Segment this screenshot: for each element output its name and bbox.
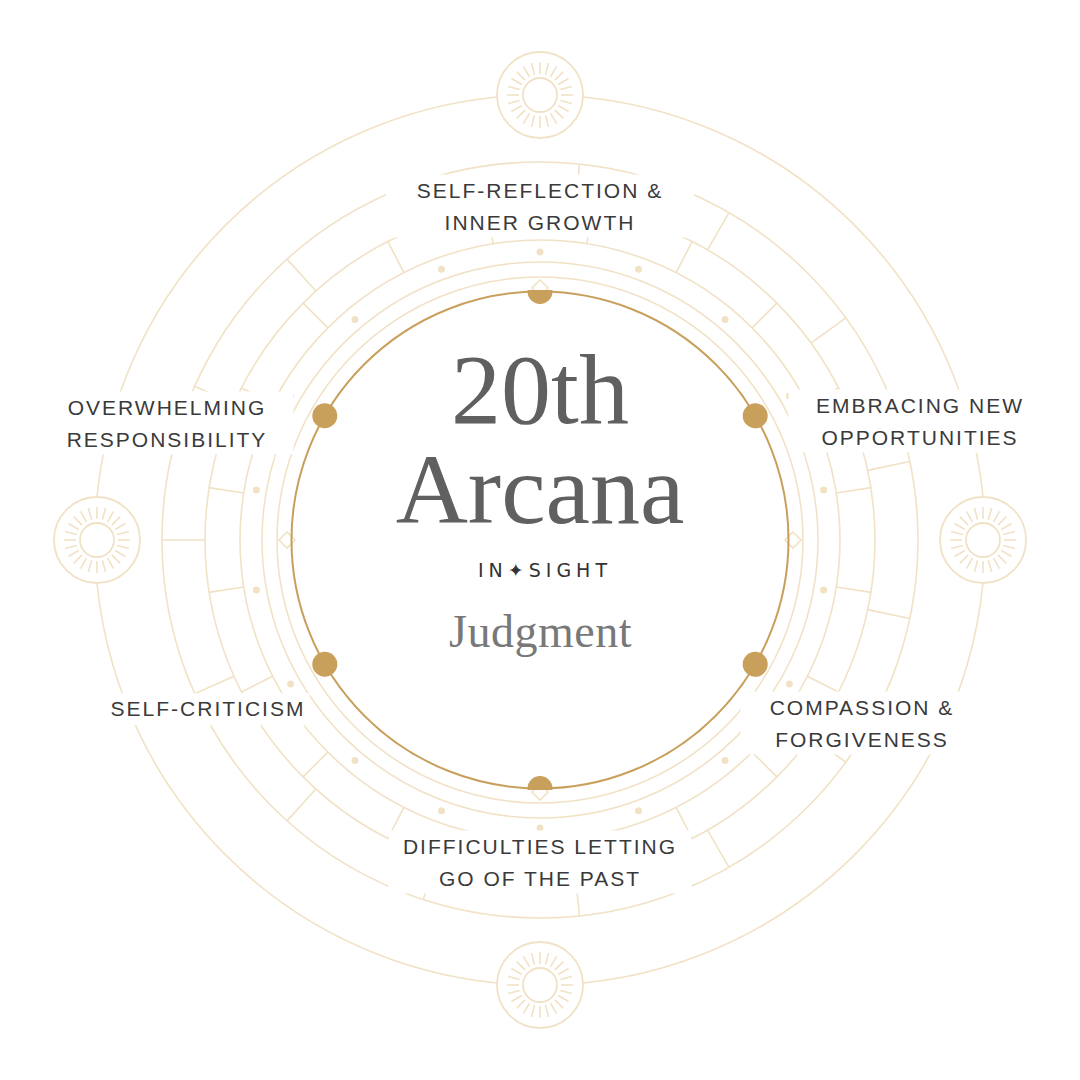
- positive-aspect: EMBRACING NEW OPPORTUNITIES: [789, 390, 1052, 453]
- gold-dot: [743, 652, 768, 677]
- gold-dot: [528, 776, 553, 790]
- arcana-title: 20th Arcana: [350, 340, 730, 540]
- shadow-aspect: SELF-CRITICISM: [107, 693, 310, 725]
- shadow-aspect: DIFFICULTIES LETTING GO OF THE PAST: [389, 831, 692, 894]
- arcana-circle: 20th ArcanaIN✦SIGHT Judgment: [290, 290, 790, 790]
- positive-aspect: COMPASSION & FORGIVENESS: [741, 692, 984, 755]
- gold-dot: [312, 403, 337, 428]
- card-name: Judgment: [360, 604, 721, 659]
- gold-dot: [743, 403, 768, 428]
- positive-aspect: SELF-REFLECTION & INNER GROWTH: [386, 175, 694, 238]
- gold-dot: [312, 652, 337, 677]
- brand-logo: IN✦SIGHT: [390, 559, 695, 582]
- shadow-aspect: OVERWHELMING RESPONSIBILITY: [41, 392, 294, 455]
- gold-dot: [528, 290, 553, 304]
